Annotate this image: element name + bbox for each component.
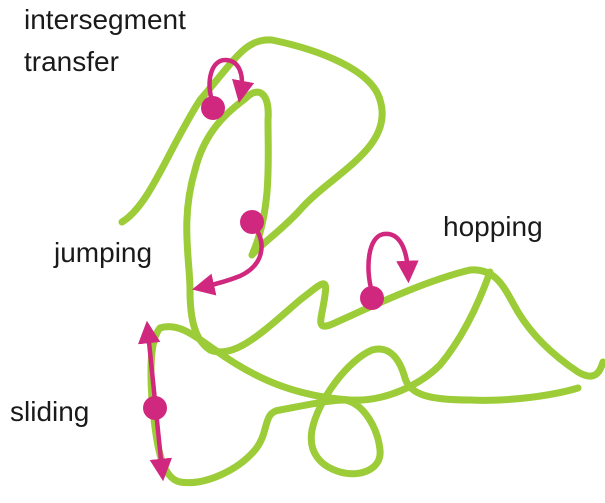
- protein-sliding: [143, 396, 167, 420]
- label-transfer: transfer: [24, 46, 119, 77]
- protein-hopping: [360, 286, 384, 310]
- dna-strand-lower-loop: [147, 268, 582, 487]
- protein-intersegment: [201, 96, 225, 120]
- protein-jumping: [240, 210, 264, 234]
- intersegment-transfer-arrow: [207, 57, 255, 107]
- label-hopping: hopping: [443, 211, 543, 242]
- hopping-arrow: [366, 231, 419, 295]
- label-jumping: jumping: [53, 237, 152, 268]
- label-intersegment: intersegment: [24, 4, 186, 35]
- label-sliding: sliding: [10, 396, 89, 427]
- dna-strand: [118, 36, 605, 380]
- jumping-arrow: [192, 223, 264, 296]
